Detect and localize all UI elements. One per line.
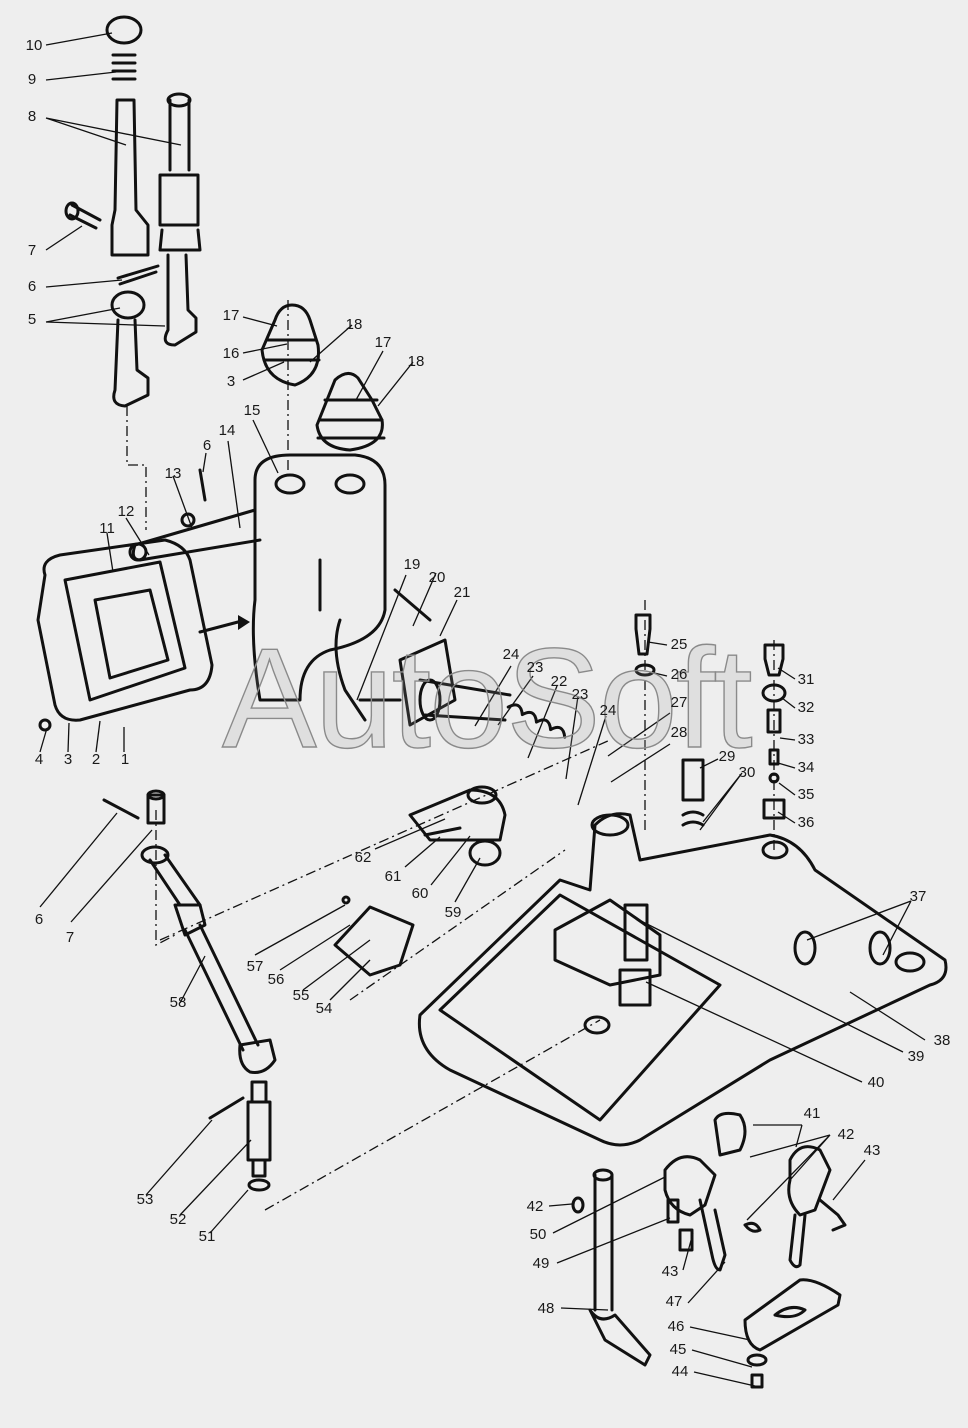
callout-label: 54 — [315, 1000, 333, 1017]
plug-29 — [681, 758, 705, 827]
callout-label: 29 — [718, 748, 736, 765]
shift-forks — [571, 1111, 847, 1272]
callout-label: 1 — [120, 751, 130, 768]
callout-label: 33 — [797, 731, 815, 748]
callout-label: 61 — [384, 868, 402, 885]
callout-label: 24 — [599, 702, 617, 719]
callout-label: 56 — [267, 971, 285, 988]
callout-label: 3 — [226, 373, 236, 390]
callout-label: 52 — [169, 1211, 187, 1228]
callout-label: 21 — [453, 584, 471, 601]
callout-label: 45 — [669, 1341, 687, 1358]
callout-label: 59 — [444, 904, 462, 921]
callout-label: 7 — [65, 929, 75, 946]
callout-label: 22 — [550, 673, 568, 690]
callout-label: 28 — [670, 724, 688, 741]
callout-label: 10 — [25, 37, 43, 54]
callout-label: 19 — [403, 556, 421, 573]
callout-label: 31 — [797, 671, 815, 688]
callout-label: 20 — [428, 569, 446, 586]
callout-label: 42 — [837, 1126, 855, 1143]
callout-label: 32 — [797, 699, 815, 716]
callout-label: 42 — [526, 1198, 544, 1215]
callout-label: 15 — [243, 402, 261, 419]
callout-label: 47 — [665, 1293, 683, 1310]
callout-label: 38 — [933, 1032, 951, 1049]
callout-label: 37 — [909, 888, 927, 905]
direction-arrow — [198, 620, 240, 634]
callout-label: 18 — [407, 353, 425, 370]
watermark: AutoSoft — [221, 619, 753, 778]
callout-label: 62 — [354, 849, 372, 866]
shift-rod-left — [105, 15, 150, 408]
shift-shaft-48 — [588, 1168, 652, 1367]
callout-label: 17 — [374, 334, 392, 351]
callout-label: 46 — [667, 1318, 685, 1335]
shift-rod-right — [158, 92, 202, 347]
cover-plate — [333, 895, 415, 977]
callout-label: 13 — [164, 465, 182, 482]
boot-small — [260, 303, 321, 387]
callout-label: 3 — [63, 751, 73, 768]
gearbox-top-cover — [417, 812, 948, 1147]
callout-label: 7 — [27, 242, 37, 259]
callout-label: 44 — [671, 1363, 689, 1380]
callout-label: 23 — [526, 659, 544, 676]
callout-label: 24 — [502, 646, 520, 663]
callout-label: 23 — [571, 686, 589, 703]
callout-label: 60 — [411, 885, 429, 902]
callout-label: 55 — [292, 987, 310, 1004]
boot-large — [315, 372, 386, 452]
callout-label: 40 — [867, 1074, 885, 1091]
callout-label: 14 — [218, 422, 236, 439]
callout-label: 2 — [91, 751, 101, 768]
callout-label: 4 — [34, 751, 44, 768]
link-rod — [102, 789, 277, 1074]
bracket — [408, 785, 507, 867]
callout-label: 43 — [863, 1142, 881, 1159]
callout-label: 8 — [27, 108, 37, 125]
callout-label: 5 — [27, 311, 37, 328]
pin-52 — [208, 1080, 272, 1192]
callout-label: 12 — [117, 503, 135, 520]
callout-label: 16 — [222, 345, 240, 362]
callout-label: 6 — [34, 911, 44, 928]
frame-cover — [36, 538, 214, 732]
callout-label: 58 — [169, 994, 187, 1011]
callout-label: 49 — [532, 1255, 550, 1272]
callout-label: 30 — [738, 764, 756, 781]
callout-label: 50 — [529, 1226, 547, 1243]
leader-lines — [39, 32, 926, 1387]
selector-shaft — [128, 468, 262, 562]
callout-label: 6 — [27, 278, 37, 295]
lever-housing — [251, 453, 387, 722]
callout-label: 53 — [136, 1191, 154, 1208]
callout-label: 39 — [907, 1048, 925, 1065]
callout-label: 17 — [222, 307, 240, 324]
callout-label: 25 — [670, 636, 688, 653]
callout-label: 51 — [198, 1228, 216, 1245]
cotter-pin — [116, 264, 160, 286]
callout-label: 57 — [246, 958, 264, 975]
callout-label: 48 — [537, 1300, 555, 1317]
plate-46 — [743, 1278, 842, 1389]
callout-label: 36 — [797, 814, 815, 831]
callout-label: 27 — [670, 694, 688, 711]
callout-label: 11 — [99, 520, 115, 537]
callout-label: 35 — [797, 786, 815, 803]
callout-label: 41 — [803, 1105, 821, 1122]
arrow-head-icon — [238, 615, 250, 630]
pin — [64, 201, 102, 230]
callout-label: 9 — [27, 71, 37, 88]
callout-label: 43 — [661, 1263, 679, 1280]
callout-label: 34 — [797, 759, 815, 776]
callout-label: 6 — [202, 437, 212, 454]
callout-label: 18 — [345, 316, 363, 333]
callout-label: 26 — [670, 666, 688, 683]
